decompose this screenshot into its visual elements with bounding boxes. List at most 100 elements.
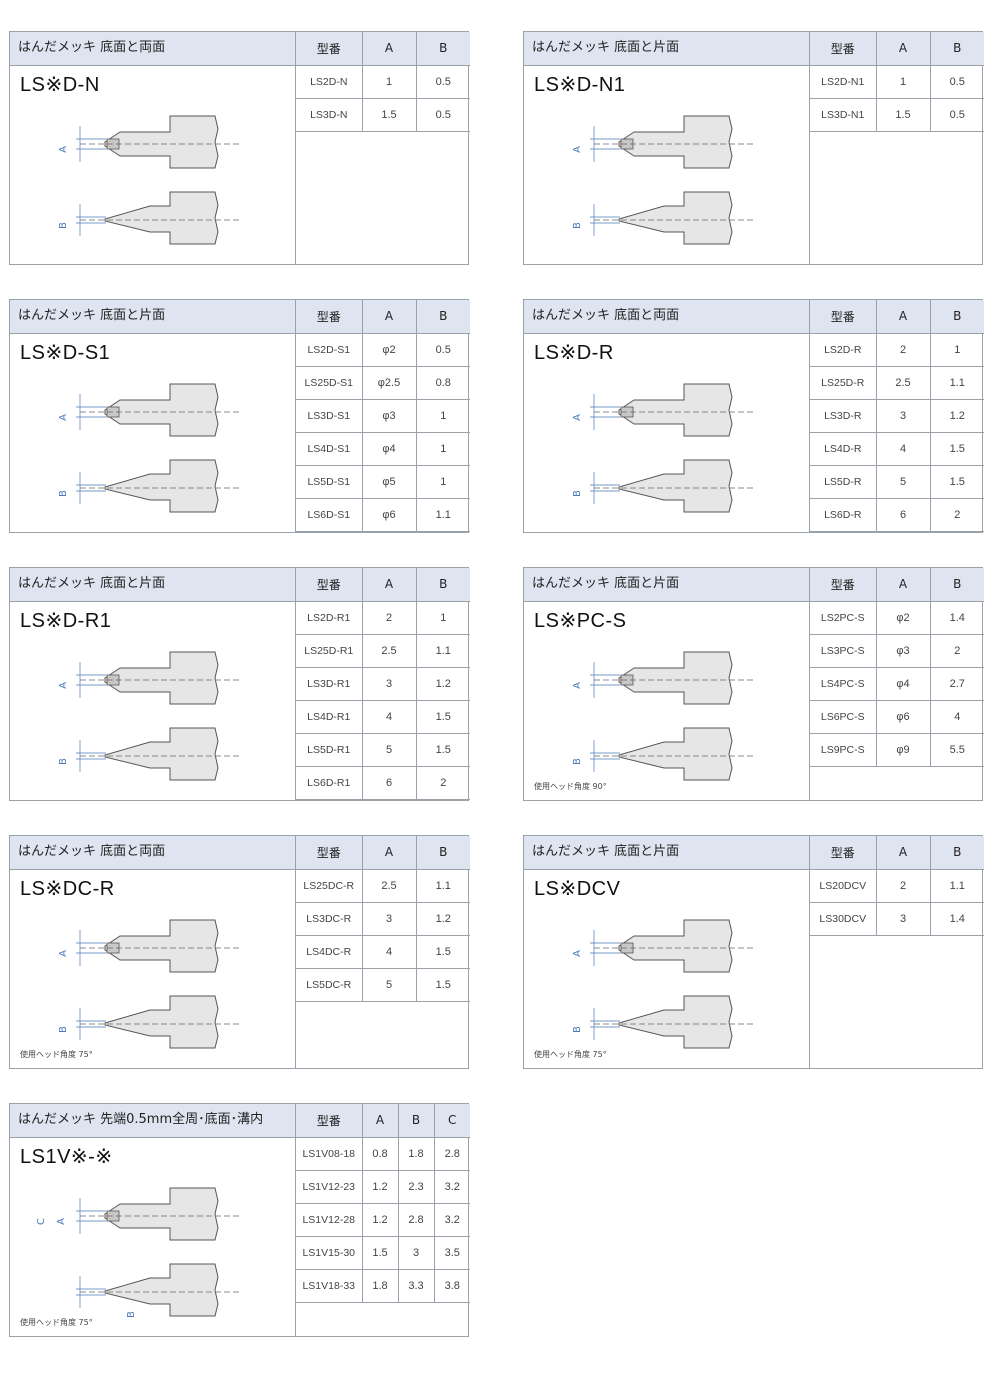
table-cell: 0.5 xyxy=(415,65,470,99)
table-cell: 0.8 xyxy=(415,366,470,400)
table-cell: LS2D-N1 xyxy=(810,65,876,99)
table-cell: 1.5 xyxy=(929,465,984,499)
dimension-label: A xyxy=(571,414,583,421)
table-cell: 6 xyxy=(875,498,930,532)
table-cell: 1 xyxy=(415,465,470,499)
spec-table-header: 型番 xyxy=(296,1104,362,1138)
table-cell: LS2D-R1 xyxy=(296,601,362,635)
spec-table-header: A xyxy=(875,568,930,602)
usage-note: 使用ヘッド角度 75° xyxy=(534,1050,607,1059)
table-cell: 3.3 xyxy=(397,1269,434,1303)
table-cell: φ2 xyxy=(361,333,416,367)
nozzle-tip-drawing xyxy=(76,651,240,781)
spec-table-header: A xyxy=(361,568,416,602)
table-cell: 0.5 xyxy=(929,65,984,99)
card-title: はんだメッキ 底面と片面 xyxy=(524,568,809,602)
model-name: LS※D-S1 xyxy=(20,342,111,364)
table-cell: 1 xyxy=(875,65,930,99)
table-cell: 3.2 xyxy=(433,1170,470,1204)
dimension-label: B xyxy=(571,1026,583,1033)
drawing-area xyxy=(50,640,250,790)
table-cell: 1.5 xyxy=(929,432,984,466)
table-cell: 1.4 xyxy=(929,601,984,635)
table-cell: φ4 xyxy=(875,667,930,701)
dimension-label: B xyxy=(57,1026,69,1033)
table-cell: LS2D-S1 xyxy=(296,333,362,367)
dimension-label: B xyxy=(57,758,69,765)
table-cell: 2 xyxy=(415,766,470,800)
table-cell: φ6 xyxy=(875,700,930,734)
table-cell: 3.5 xyxy=(433,1236,470,1270)
table-cell: φ5 xyxy=(361,465,416,499)
spec-table-header: B xyxy=(929,32,984,66)
table-cell: 0.5 xyxy=(415,98,470,132)
table-cell: 3 xyxy=(397,1236,434,1270)
drawing-area xyxy=(50,908,250,1058)
table-cell: 2 xyxy=(875,333,930,367)
table-cell: 5.5 xyxy=(929,733,984,767)
spec-table-header: 型番 xyxy=(810,300,876,334)
spec-table-header: B xyxy=(415,568,470,602)
table-cell: LS25D-R xyxy=(810,366,876,400)
spec-table-header: 型番 xyxy=(296,568,362,602)
dimension-label: B xyxy=(125,1311,137,1318)
spec-table-header: 型番 xyxy=(296,836,362,870)
table-cell: 6 xyxy=(361,766,416,800)
table-cell: 2.5 xyxy=(361,869,416,903)
dimension-label: A xyxy=(57,682,69,689)
spec-table-header: B xyxy=(415,836,470,870)
table-cell: φ9 xyxy=(875,733,930,767)
nozzle-tip-drawing xyxy=(590,651,754,781)
table-cell: LS25D-S1 xyxy=(296,366,362,400)
table-cell: LS6PC-S xyxy=(810,700,876,734)
dimension-label: A xyxy=(57,950,69,957)
card-title: はんだメッキ 底面と両面 xyxy=(10,836,295,870)
table-cell: LS2D-N xyxy=(296,65,362,99)
spec-table-header: 型番 xyxy=(810,568,876,602)
spec-table-header: B xyxy=(929,568,984,602)
spec-table-header: 型番 xyxy=(810,836,876,870)
table-cell: 3 xyxy=(361,902,416,936)
table-cell: 1.4 xyxy=(929,902,984,936)
card-title: はんだメッキ 底面と片面 xyxy=(10,568,295,602)
table-cell: 1 xyxy=(361,65,416,99)
table-cell: φ2.5 xyxy=(361,366,416,400)
table-cell: 4 xyxy=(361,700,416,734)
table-cell: 1.8 xyxy=(397,1137,434,1171)
table-cell: 1.2 xyxy=(415,667,470,701)
table-cell: 1.1 xyxy=(415,634,470,668)
nozzle-tip-drawing xyxy=(76,115,240,245)
drawing-area xyxy=(564,372,764,522)
table-cell: 1.1 xyxy=(929,366,984,400)
dimension-label: B xyxy=(57,222,69,229)
card-title: はんだメッキ 底面と片面 xyxy=(524,836,809,870)
table-cell: LS6D-R xyxy=(810,498,876,532)
drawing-area xyxy=(564,104,764,254)
spec-table-header: B xyxy=(397,1104,434,1138)
table-cell: 1.1 xyxy=(415,869,470,903)
table-cell: 1.2 xyxy=(929,399,984,433)
table-cell: LS30DCV xyxy=(810,902,876,936)
dimension-label: C xyxy=(35,1218,47,1225)
card-title: はんだメッキ 底面と片面 xyxy=(10,300,295,334)
drawing-area xyxy=(50,372,250,522)
